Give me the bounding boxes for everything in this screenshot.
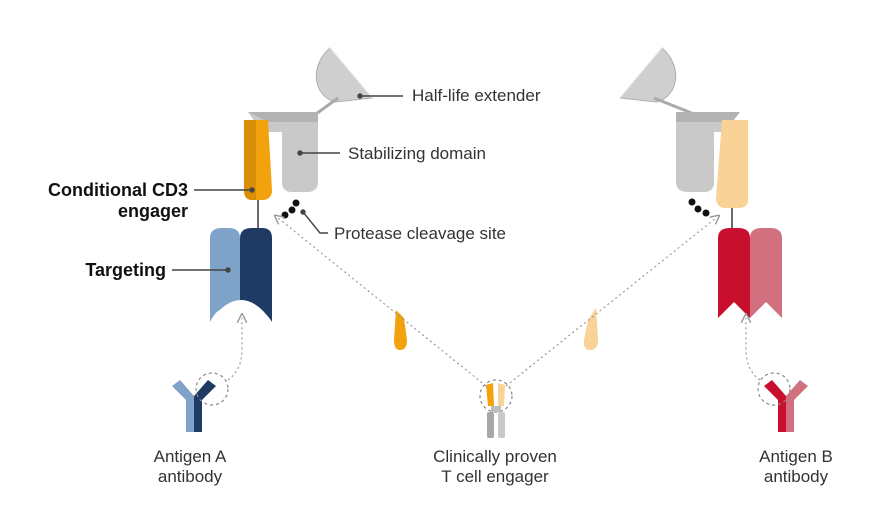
left-cd3-fragment bbox=[394, 310, 407, 350]
right-protease-site bbox=[688, 198, 710, 217]
left-half-life-extender bbox=[315, 47, 373, 103]
antigen-b-antibody-label: Antigen B antibody bbox=[759, 447, 833, 486]
right-cd3-engager bbox=[716, 120, 748, 208]
antigen-b-antibody-icon bbox=[757, 372, 808, 432]
targeting-label: Targeting bbox=[85, 260, 166, 280]
protease-cleavage-label: Protease cleavage site bbox=[334, 224, 506, 243]
right-molecule bbox=[619, 47, 782, 318]
left-targeting-domain bbox=[210, 228, 272, 322]
t-cell-engager-icon bbox=[479, 379, 513, 438]
right-targeting-domain bbox=[718, 228, 782, 318]
leader-lines bbox=[172, 93, 403, 273]
antigen-a-antibody-label: Antigen A antibody bbox=[153, 447, 227, 486]
left-molecule bbox=[210, 47, 373, 322]
antigen-a-antibody-icon bbox=[172, 372, 229, 432]
right-cd3-fragment bbox=[583, 308, 598, 350]
stabilizing-domain-label: Stabilizing domain bbox=[348, 144, 486, 163]
t-cell-engager-label: Clinically proven T cell engager bbox=[433, 447, 557, 486]
right-half-life-extender bbox=[619, 47, 677, 103]
half-life-extender-label: Half-life extender bbox=[412, 86, 541, 105]
left-protease-site bbox=[281, 199, 300, 219]
conditional-cd3-engager-label: Conditional CD3 engager bbox=[48, 180, 188, 221]
